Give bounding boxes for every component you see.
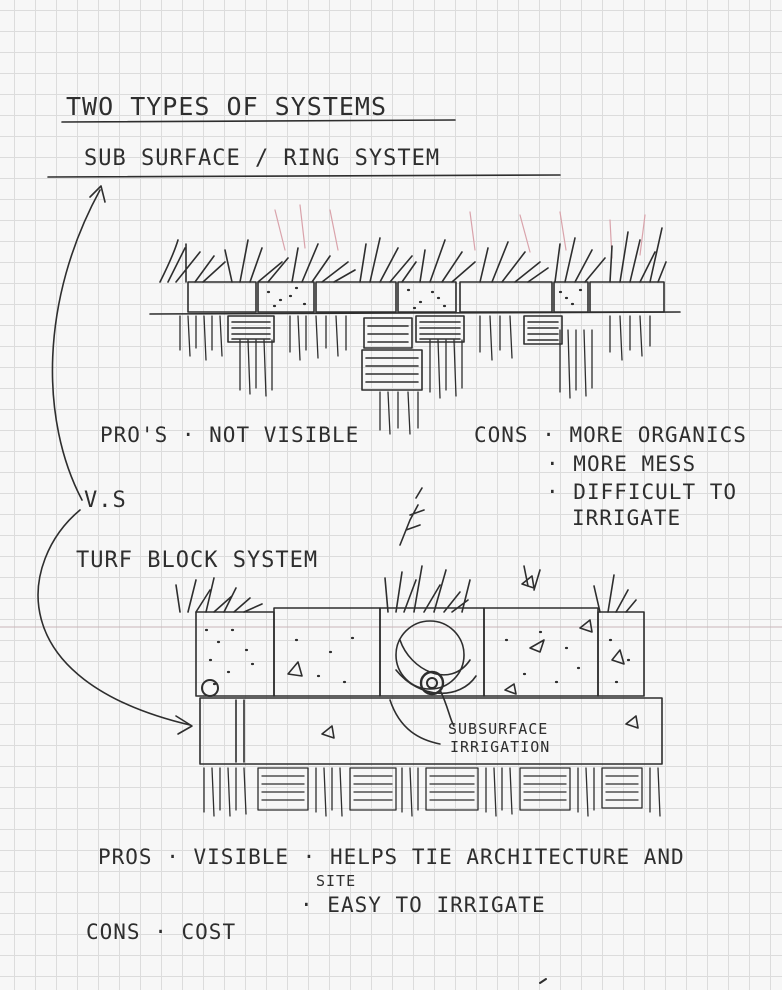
turf-pros-item-2: HELPS TIE ARCHITECTURE AND bbox=[329, 845, 685, 869]
stray-mark bbox=[540, 979, 546, 983]
irrigation-detail bbox=[390, 621, 476, 744]
turf-cell-soil bbox=[598, 612, 644, 696]
ring-block bbox=[188, 282, 256, 312]
turf-cell-soil bbox=[196, 612, 274, 696]
ring-pros-label: PRO'S bbox=[100, 423, 169, 447]
ring-cons: CONS · MORE ORGANICS bbox=[474, 423, 747, 447]
turf-pros: PROS · VISIBLE · HELPS TIE ARCHITECTURE … bbox=[98, 845, 685, 869]
turf-base-slab bbox=[200, 698, 662, 764]
turf-bottom-hatching bbox=[204, 768, 660, 816]
turf-pros-label: PROS bbox=[98, 845, 153, 869]
ring-cons-line-4: IRRIGATE bbox=[572, 506, 682, 530]
left-pipe-icon bbox=[202, 680, 218, 696]
turf-block-title: TURF BLOCK SYSTEM bbox=[76, 548, 319, 573]
ring-block-soil bbox=[398, 282, 456, 312]
ring-system-title: SUB SURFACE / RING SYSTEM bbox=[84, 146, 441, 171]
ring-block-soil bbox=[554, 282, 588, 312]
subheading-underline bbox=[48, 175, 560, 177]
ring-cons-item-3: DIFFICULT TO bbox=[573, 480, 738, 504]
turf-pros-item-1: VISIBLE bbox=[193, 845, 290, 869]
turf-pros-item-2b: SITE bbox=[316, 872, 357, 890]
ring-block bbox=[316, 282, 396, 312]
ring-ground-line bbox=[150, 312, 680, 314]
ring-block-soil bbox=[258, 282, 314, 312]
heading-underline bbox=[62, 120, 455, 122]
turf-pros-line-3: · EASY TO IRRIGATE bbox=[300, 893, 546, 917]
base-slab-divider bbox=[236, 700, 244, 762]
ring-block bbox=[460, 282, 552, 312]
ring-hatch-boxes bbox=[228, 316, 562, 390]
ring-cons-line-2: · MORE MESS bbox=[546, 452, 697, 476]
turf-cons-item: COST bbox=[181, 920, 237, 944]
ring-pros-item: NOT VISIBLE bbox=[209, 423, 360, 447]
ring-grass-tufts bbox=[160, 228, 666, 282]
turf-grass-tufts bbox=[176, 566, 636, 612]
turf-pebbles bbox=[288, 576, 638, 738]
irrigation-label-2: IRRIGATION bbox=[450, 738, 551, 756]
upper-arrowhead bbox=[90, 186, 105, 202]
ring-system-section bbox=[150, 205, 680, 434]
ring-soil-stipple bbox=[268, 288, 581, 308]
ring-cons-line-3: · DIFFICULT TO bbox=[546, 480, 738, 504]
red-grass-strokes bbox=[275, 205, 645, 258]
versus-label: V.S bbox=[84, 488, 127, 513]
ring-cons-item-1: MORE ORGANICS bbox=[569, 423, 747, 447]
ring-root-hatching bbox=[180, 316, 650, 434]
turf-cons: CONS · COST bbox=[86, 920, 237, 944]
irrigation-pipe-icon bbox=[421, 672, 443, 694]
lower-arrowhead bbox=[176, 716, 192, 734]
turf-block-cell bbox=[274, 608, 380, 696]
ring-pros: PRO'S · NOT VISIBLE bbox=[100, 423, 360, 447]
turf-pros-item-3: EASY TO IRRIGATE bbox=[327, 893, 546, 917]
ring-cons-label: CONS bbox=[474, 423, 529, 447]
upper-curve-arrow bbox=[52, 190, 100, 500]
turf-block-section bbox=[176, 566, 662, 816]
turf-block-cell bbox=[484, 608, 598, 696]
irrigation-leader-line bbox=[440, 690, 454, 726]
ring-cons-item-2: MORE MESS bbox=[573, 452, 697, 476]
turf-cons-label: CONS bbox=[86, 920, 141, 944]
main-heading: TWO TYPES OF SYSTEMS bbox=[66, 92, 388, 121]
turf-soil-stipple bbox=[206, 630, 629, 684]
ring-block bbox=[590, 282, 664, 312]
irrigation-label-1: SUBSURFACE bbox=[448, 720, 549, 738]
lower-curve-arrow bbox=[38, 510, 190, 725]
scribble-mark bbox=[400, 488, 424, 545]
